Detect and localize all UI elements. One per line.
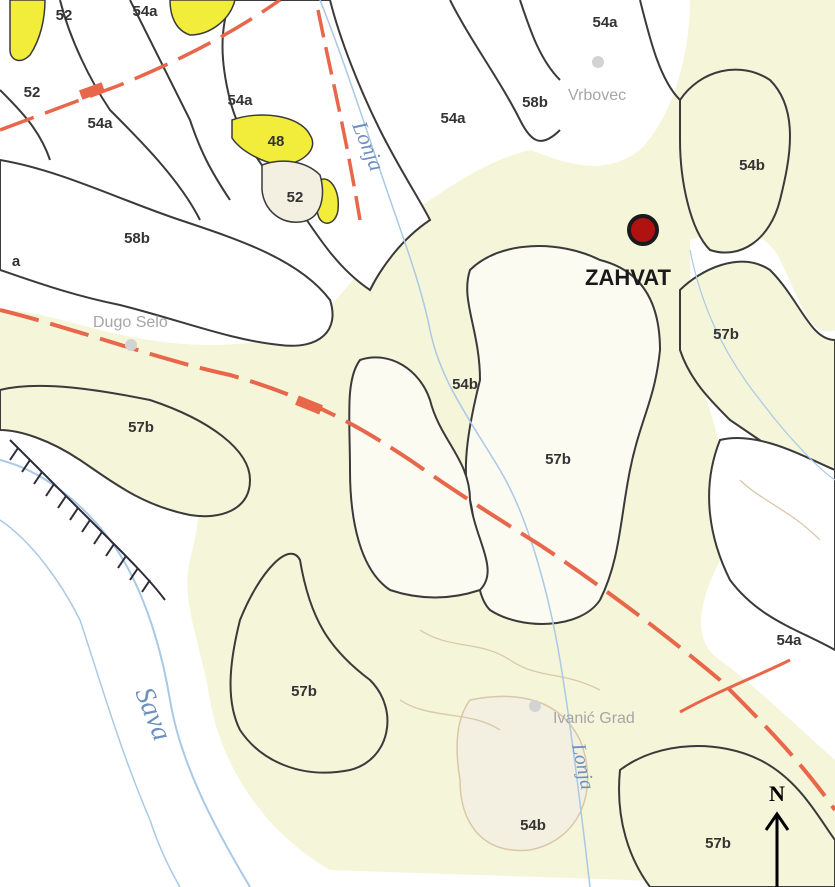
unit-label: 54a [227,92,253,109]
unit-area-57b-south [229,552,389,774]
escarpment-hatches [9,447,151,593]
boundary-line [639,0,681,101]
unit-labels: 52 54a 52 54a 48 52 54a 58b 54a 54b 58b … [12,3,802,852]
fault-line-lonja [316,9,362,221]
unit-area-54b-west [348,356,489,599]
fault-marker [79,82,105,100]
unit-label: 57b [545,451,571,468]
boundary-line [59,0,201,221]
unit-label: a [12,253,21,270]
unit-label: 57b [291,683,317,700]
unit-area-57b-se [618,745,835,887]
unit-area-57b-west [0,384,252,518]
unit-label: 58b [522,94,548,111]
unit-label: 54a [132,3,158,20]
fault-line-east [679,658,791,714]
river-lonja [319,0,591,887]
unit-area-54b-south [456,695,589,852]
site-marker-icon[interactable] [627,214,659,246]
unit-area-52-pocket [261,160,324,223]
north-arrow-icon [764,811,790,887]
town-dot-vrbovec [592,56,604,68]
unit-label: 57b [713,326,739,343]
contour-line [399,699,501,731]
town-dot-ivanic-grad [529,700,541,712]
unit-area-54a-north [221,0,432,292]
town-label-vrbovec: Vrbovec [568,87,626,104]
unit-label: 54b [520,817,546,834]
unit-area-58b [0,158,334,347]
unit-label: 54b [739,157,765,174]
unit-label: 52 [56,7,73,24]
north-label: N [769,781,785,806]
town-label-dugo-selo: Dugo Selo [93,314,168,331]
unit-area-54b-center [464,245,662,625]
unit-label: 54a [87,115,113,132]
river-sava [0,459,251,887]
river-stream [689,249,835,481]
river-sava-bank [0,519,181,887]
boundary-line [519,0,561,81]
contour-line [739,479,821,541]
unit-label: 52 [287,189,304,206]
unit-area-yellow-52 [9,0,46,62]
unit-label: 54a [776,632,802,649]
unit-area-54b-north [679,68,791,254]
escarpment-line [9,439,166,601]
unit-label: 54a [440,110,466,127]
unit-area-57b-east [679,260,835,482]
boundary-line [0,89,51,161]
unit-area-white-east [708,437,835,652]
fault-marker [295,395,323,415]
unit-label: 54a [592,14,618,31]
site-label: ZAHVAT [585,265,672,290]
unit-label: 48 [268,133,285,150]
unit-area-yellow-top [169,0,236,36]
fault-line-north [0,0,282,132]
unit-label: 57b [128,419,154,436]
unit-label: 58b [124,230,150,247]
unit-label: 57b [705,835,731,852]
town-dot-dugo-selo [125,339,137,351]
unit-label: 52 [24,84,41,101]
boundary-line [449,0,561,142]
contour-line [419,629,601,691]
unit-area-yellow-48 [231,114,314,166]
unit-label: 54b [452,376,478,393]
boundary-line [129,0,231,201]
town-label-ivanic-grad: Ivanić Grad [553,710,635,727]
